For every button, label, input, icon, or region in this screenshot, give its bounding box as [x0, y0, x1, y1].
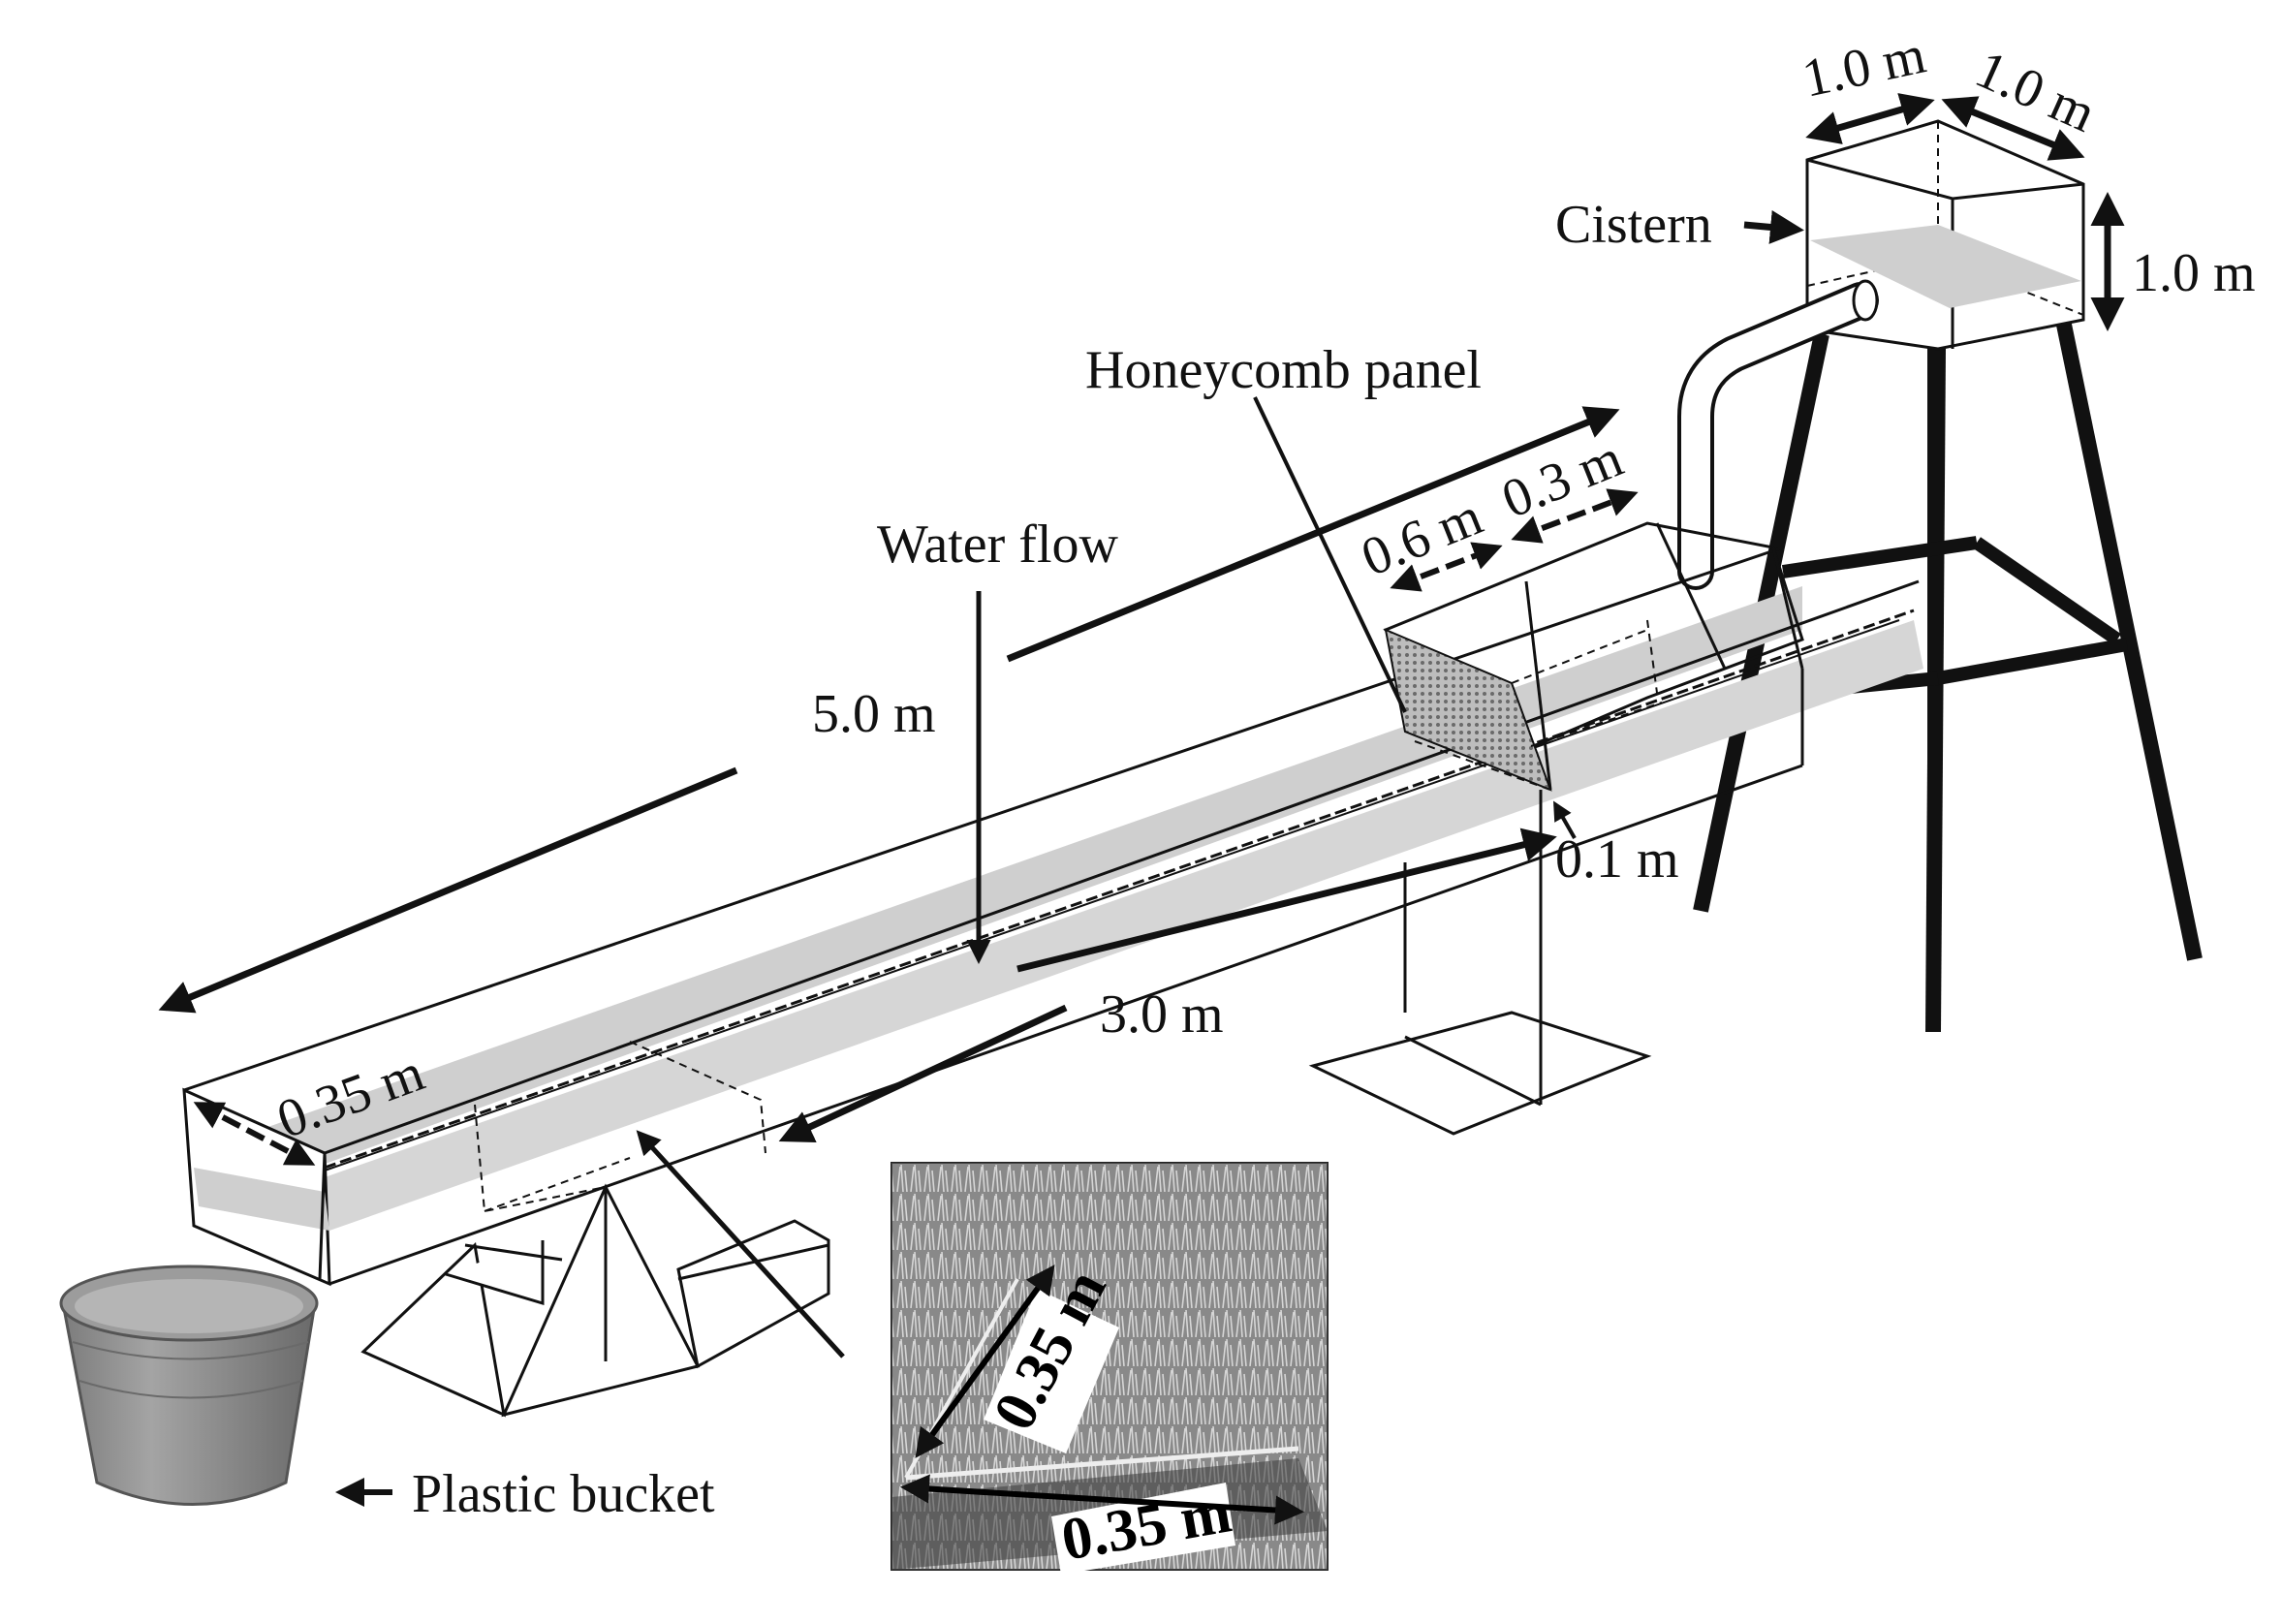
cistern-dimensions — [1743, 93, 2125, 331]
cistern-height-label: 1.0 m — [2132, 243, 2256, 303]
plot-photo-inset — [891, 1162, 1329, 1575]
flume-length-label: 5.0 m — [812, 684, 936, 744]
plot-length-label: 3.0 m — [1100, 984, 1224, 1045]
cistern-width-label: 1.0 m — [1797, 25, 1931, 109]
inlet-section-a-label: 0.6 m — [1354, 486, 1490, 588]
panel-gap-label: 0.1 m — [1555, 829, 1679, 890]
flume-supports — [360, 790, 1652, 1418]
cistern-label: Cistern — [1555, 195, 1712, 255]
water-flow-label: Water flow — [877, 515, 1118, 575]
plastic-bucket-label: Plastic bucket — [412, 1464, 715, 1524]
flume-dimensions — [158, 396, 1639, 1507]
cistern-tower — [1677, 119, 2203, 1033]
cistern-depth-label: 1.0 m — [1967, 39, 2105, 144]
photo-horizontal-arrow — [900, 1474, 1304, 1525]
honeycomb-panel-label: Honeycomb panel — [1085, 340, 1482, 400]
photo-diagonal-arrow — [915, 1265, 1055, 1458]
plastic-bucket — [59, 1265, 319, 1506]
inlet-section-b-label: 0.3 m — [1494, 428, 1631, 530]
